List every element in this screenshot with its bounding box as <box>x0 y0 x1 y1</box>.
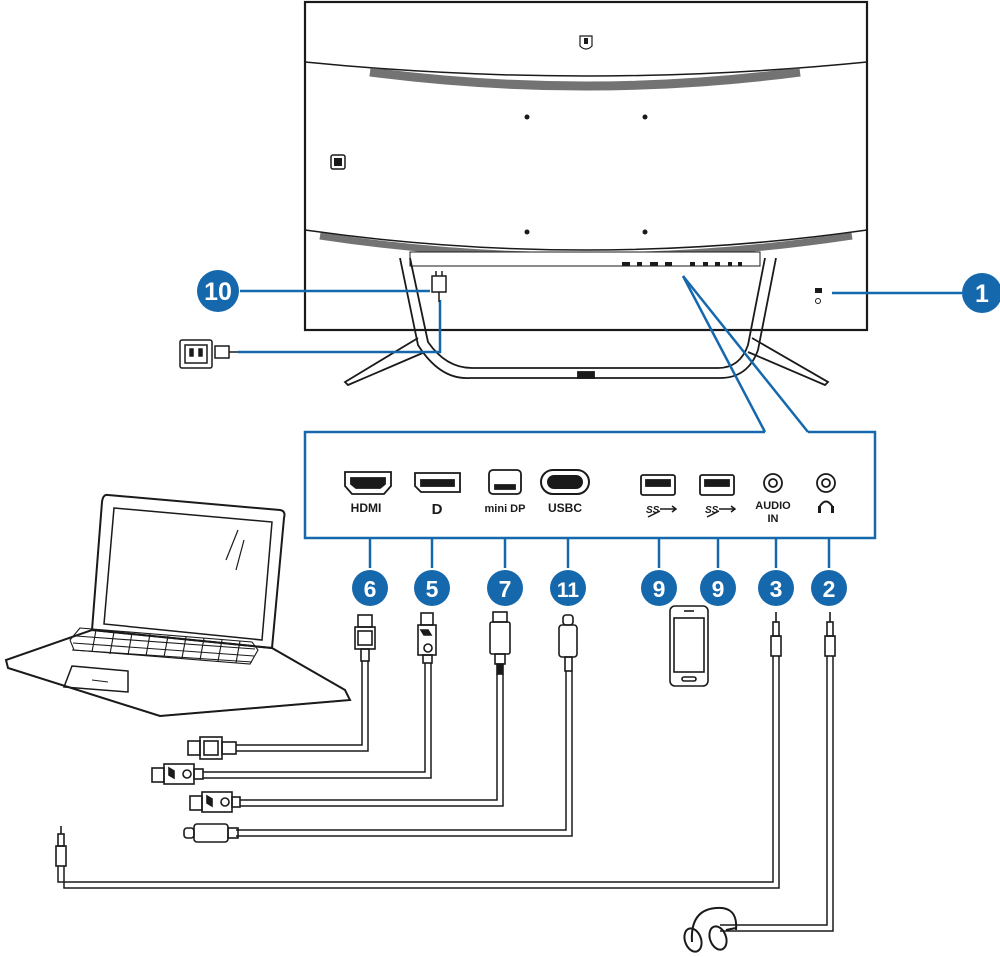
usb-c-plug-icon <box>183 823 239 843</box>
cable-left-connectors <box>55 736 241 867</box>
svg-text:SS: SS <box>705 505 719 516</box>
audio-plug-icon-3 <box>55 826 67 867</box>
callout-badges: 6 5 7 11 9 9 3 2 <box>352 570 847 606</box>
port-panel-leaders <box>681 275 809 433</box>
vesa-mount-holes <box>524 114 648 235</box>
displayport-plug-icon <box>417 612 437 664</box>
headphone-jack-icon <box>816 473 836 513</box>
power-button-icon <box>330 154 346 170</box>
laptop-touchpad <box>62 665 129 693</box>
philips-logo-icon <box>579 35 593 50</box>
port-label-mini-dp: mini DP <box>485 503 526 515</box>
callout-number-usb-c: 11 <box>557 579 580 602</box>
callout-number-headphone: 2 <box>823 576 836 602</box>
usb-a-port-icon-2 <box>699 474 735 496</box>
hdmi-plug-icon <box>354 614 376 662</box>
kensington-lock-icon <box>815 288 822 304</box>
kensington-connection: 1 <box>832 273 1000 313</box>
callout-number-audio-in: 3 <box>770 576 783 602</box>
cable-connectors <box>354 605 836 687</box>
mini-dp-port-icon <box>488 469 522 495</box>
callout-number-displayport: 5 <box>426 576 439 602</box>
displayport-port-icon <box>414 472 461 493</box>
displayport-plug-icon <box>151 763 204 785</box>
power-connection: 10 <box>179 270 447 369</box>
monitor-back <box>303 0 869 332</box>
audio-plug-icon-1 <box>770 612 782 657</box>
usb-a-port-icon-1 <box>640 474 676 496</box>
audio-in-jack-icon <box>763 473 783 493</box>
callout-leads <box>368 538 831 568</box>
monitor-bottom-shell <box>304 229 868 251</box>
headphones-icon <box>683 906 738 953</box>
callout-number-hdmi: 6 <box>364 576 377 602</box>
audio-plug-icon-2 <box>824 612 836 657</box>
hdmi-port-icon <box>344 471 392 495</box>
hdmi-plug-icon <box>187 736 237 760</box>
laptop-keyboard <box>69 627 259 665</box>
power-cable-line <box>238 300 442 354</box>
superspeed-usb-icon: SS <box>646 505 678 518</box>
superspeed-usb-icon: SS <box>705 505 737 518</box>
callout-number-usb-1: 9 <box>653 576 666 602</box>
port-panel: HDMI D mini DP USBC SS <box>303 430 877 540</box>
callout-number-kensington: 1 <box>975 280 989 308</box>
monitor-frame <box>303 0 869 332</box>
power-plug-icon <box>431 271 447 302</box>
callout-badge-power <box>197 270 239 312</box>
callout-number-mini-dp: 7 <box>499 576 512 602</box>
callout-number-usb-2: 9 <box>712 576 725 602</box>
power-outlet-icon <box>179 339 238 369</box>
port-label-hdmi: HDMI <box>351 501 382 515</box>
port-label-audio: AUDIO <box>755 500 791 512</box>
port-label-displayport: D <box>432 501 443 518</box>
laptop-icon <box>4 493 352 718</box>
svg-text:SS: SS <box>646 505 660 516</box>
callout-number-power: 10 <box>204 278 232 306</box>
port-panel-border <box>303 430 877 540</box>
port-label-in: IN <box>768 513 779 525</box>
mini-dp-plug-icon <box>489 611 511 675</box>
monitor-top-shell <box>304 61 868 77</box>
io-port-marks <box>622 262 742 266</box>
mini-dp-plug-icon <box>189 791 241 813</box>
usb-c-port-icon <box>540 469 590 495</box>
smartphone-icon <box>669 605 709 687</box>
port-label-usb-c: USBC <box>548 501 582 515</box>
vent-upper <box>369 67 801 91</box>
callout-badge-kensington <box>962 273 1000 313</box>
cables <box>57 656 834 932</box>
usb-c-plug-icon <box>558 614 578 672</box>
